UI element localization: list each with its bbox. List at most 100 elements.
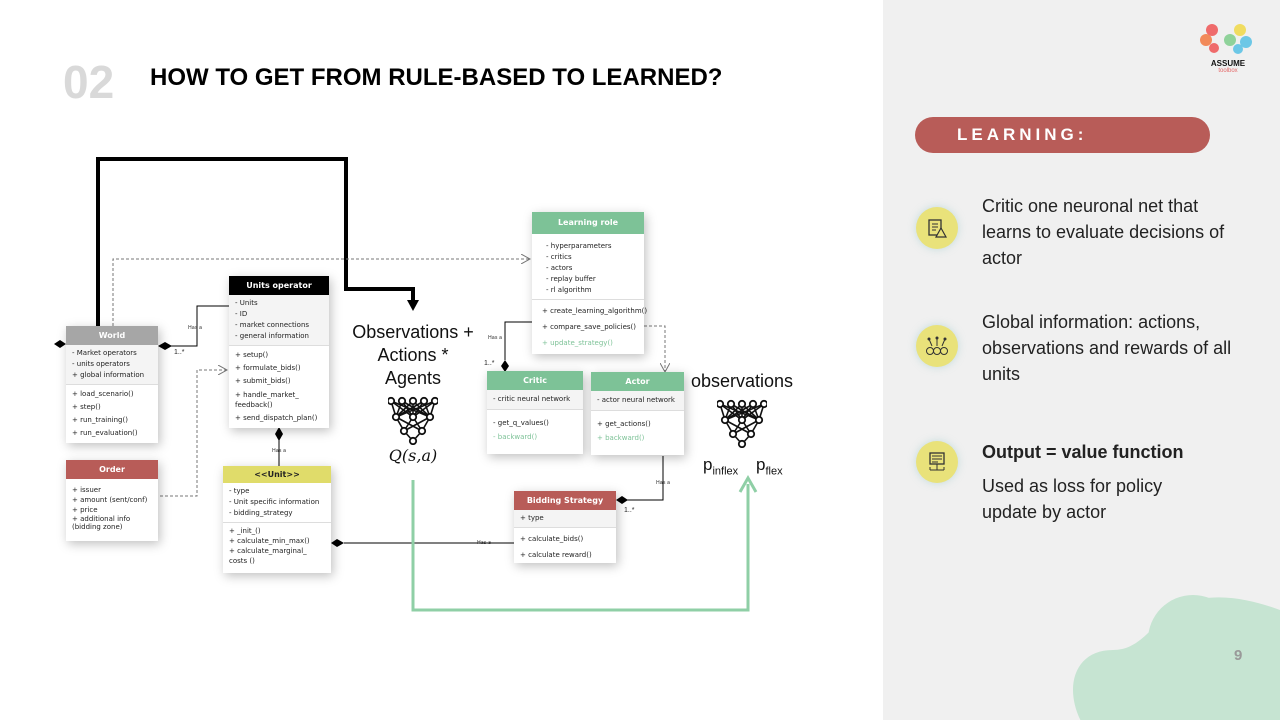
diagram-connectors [54, 157, 758, 612]
method: + setup() [235, 351, 269, 359]
learning-heading: LEARNING: [915, 117, 1210, 153]
p-symbol: p [703, 455, 713, 474]
clipboard-warning-icon [916, 207, 958, 249]
attr: - market connections [235, 321, 310, 329]
attr: - Unit specific information [229, 498, 320, 506]
label-line: Agents [384, 368, 442, 388]
label-line: Actions * [377, 345, 449, 365]
method: + handle_market_ feedback() [235, 391, 299, 409]
has-a-label: Has a [656, 480, 671, 486]
class-title: Units operator [229, 276, 329, 295]
class-title: Bidding Strategy [514, 491, 616, 510]
panel-item-critic: Critic one neuronal net that learns to e… [982, 196, 1225, 268]
attr: - critics [546, 253, 572, 261]
assume-logo: ASSUME toolbox [1198, 22, 1258, 74]
subscript: flex [765, 465, 783, 478]
method: + load_scenario() [72, 390, 134, 398]
method: + send_dispatch_plan() [235, 414, 318, 422]
uml-learning-role: Learning role - hyperparameters - critics… [532, 212, 648, 354]
class-title: Order [66, 460, 158, 479]
method: + calculate_marginal_ costs () [229, 547, 307, 565]
method: + run_evaluation() [72, 429, 138, 437]
attr: + price [72, 506, 98, 514]
subscript: inflex [712, 465, 739, 478]
label-line: Observations + [352, 322, 474, 342]
uml-actor: Actor - actor neural network + get_actio… [591, 372, 684, 455]
uml-critic: Critic - critic neural network - get_q_v… [487, 371, 583, 454]
multiplicity-label: 1..* [174, 349, 185, 356]
method: + _init_() [229, 527, 261, 535]
uml-bidding-strategy: Bidding Strategy + type + calculate_bids… [514, 491, 616, 563]
attr: - ID [235, 310, 248, 318]
panel-item-output-title: Output = value function [982, 442, 1184, 462]
has-a-label: Has a [272, 448, 287, 454]
logo-mark-icon [1200, 24, 1252, 54]
section-number: 02 [63, 56, 115, 108]
attr: + type [520, 514, 544, 522]
p-flex-label: pflex [756, 455, 783, 477]
uml-units-operator: Units operator - Units - ID - market conne… [229, 276, 329, 428]
method: + run_training() [72, 416, 128, 424]
attr: - actor neural network [597, 396, 675, 404]
method: - backward() [493, 433, 538, 441]
network-people-icon [916, 325, 958, 367]
p-symbol: p [756, 455, 766, 474]
class-title: <<Unit>> [223, 466, 331, 483]
class-title: Actor [591, 372, 684, 391]
attr: + global information [72, 371, 145, 379]
attr: - hyperparameters [546, 242, 612, 250]
attr: + issuer [72, 486, 101, 494]
logo-sub: toolbox [1218, 68, 1238, 74]
q-function-label: Q(s,a) [388, 446, 438, 465]
method: + calculate_bids() [520, 535, 584, 543]
uml-unit: <<Unit>> - type - Unit specific informati… [223, 466, 331, 573]
observations-label: observations [690, 371, 794, 391]
has-a-label: Has a [188, 325, 203, 331]
green-feedback-line [411, 480, 750, 612]
method: + step() [72, 403, 101, 411]
method: - get_q_values() [493, 419, 549, 427]
multiplicity-label: 1..* [484, 360, 495, 367]
critic-inputs-label: Observations + Actions * Agents [343, 321, 483, 390]
attr: - replay buffer [546, 275, 596, 283]
output-server-icon [916, 441, 958, 483]
attr: - rl algorithm [546, 286, 592, 294]
has-a-label: Has a [477, 540, 492, 546]
attr: - type [229, 487, 250, 495]
panel-item-output-text: Used as loss for policy update by actor [982, 476, 1163, 522]
attr: - Units [235, 299, 258, 307]
attr: - general information [235, 332, 309, 340]
attr: - Market operators [72, 349, 137, 357]
has-a-label: Has a [488, 335, 503, 341]
method: + compare_save_policies() [542, 323, 637, 331]
uml-order: Order + issuer + amount (sent/conf) + pric… [66, 460, 158, 541]
method: + backward() [597, 434, 645, 442]
method: + formulate_bids() [235, 364, 301, 372]
method: + calculate_min_max() [229, 537, 310, 545]
page-number: 9 [1234, 647, 1243, 664]
class-title: Critic [487, 371, 583, 390]
attr: + amount (sent/conf) [72, 496, 148, 504]
method: + calculate reward() [520, 551, 592, 559]
decorative-blob [1073, 595, 1280, 720]
panel-item-global-info: Global information: actions, observation… [982, 312, 1232, 384]
neural-network-icon [717, 399, 767, 448]
p-inflex-label: pinflex [703, 455, 738, 477]
method: + create_learning_algorithm() [542, 307, 648, 315]
method: + submit_bids() [235, 377, 291, 385]
class-title: Learning role [532, 212, 644, 234]
attr: - units operators [72, 360, 130, 368]
slide-title: HOW TO GET FROM RULE-BASED TO LEARNED? [150, 64, 723, 91]
attr: - bidding_strategy [229, 509, 293, 517]
multiplicity-label: 1..* [624, 507, 635, 514]
class-title: World [66, 326, 158, 345]
thick-flow-line [96, 157, 415, 326]
neural-network-icon [388, 396, 438, 445]
logo-name: ASSUME [1210, 59, 1246, 68]
uml-world: World - Market operators - units operator… [66, 326, 158, 443]
attr: - actors [546, 264, 573, 272]
attr: - critic neural network [493, 395, 571, 403]
attr: + additional info (bidding zone) [72, 515, 131, 531]
method: + update_strategy() [542, 339, 613, 347]
method: + get_actions() [597, 420, 651, 428]
